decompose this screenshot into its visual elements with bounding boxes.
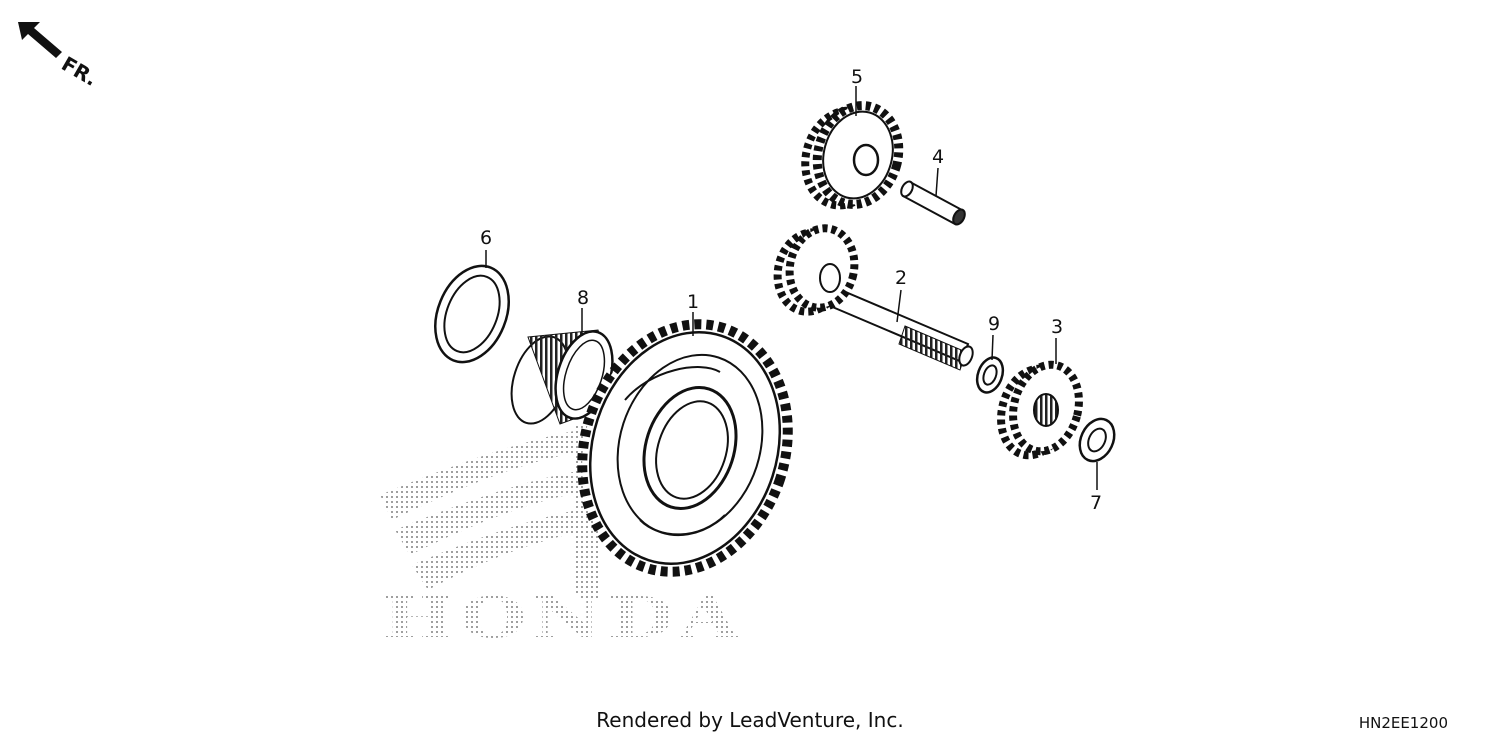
honda-watermark: HONDA	[380, 420, 744, 651]
callout-2: 2	[895, 267, 907, 289]
rendered-by-credit: Rendered by LeadVenture, Inc.	[596, 708, 904, 732]
callout-4: 4	[932, 146, 944, 168]
callout-8: 8	[577, 287, 589, 309]
callout-5: 5	[851, 66, 863, 88]
direction-label: FR.	[58, 52, 102, 91]
part-6-washer	[434, 264, 510, 364]
part-2-shaft	[773, 224, 974, 371]
part-3-gear	[997, 360, 1083, 460]
callout-leaders	[485, 86, 1098, 490]
front-arrow-icon: FR.	[18, 22, 102, 91]
part-5-gear	[801, 101, 904, 210]
callout-1: 1	[687, 291, 699, 313]
callout-6: 6	[480, 227, 492, 249]
callout-7: 7	[1090, 492, 1102, 514]
callout-3: 3	[1051, 316, 1063, 338]
part-4-pin	[900, 180, 966, 226]
diagram-code: HN2EE1200	[1358, 714, 1448, 732]
part-8-needle-bearing	[510, 329, 621, 425]
callout-9: 9	[988, 313, 1000, 335]
watermark-text: HONDA	[382, 585, 744, 651]
part-7-washer	[1078, 417, 1116, 463]
part-9-washer	[975, 356, 1005, 394]
part-1-driven-gear	[577, 319, 793, 577]
